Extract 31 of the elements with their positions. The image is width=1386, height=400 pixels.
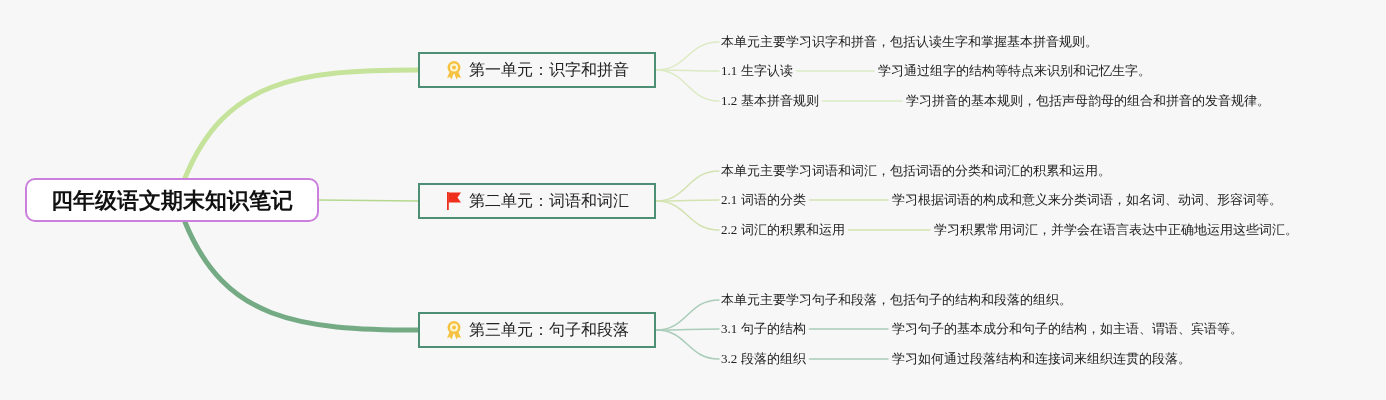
note-text: 学习句子的基本成分和句子的结构，如主语、谓语、宾语等。 bbox=[892, 320, 1243, 338]
connector-line bbox=[655, 329, 720, 360]
unit-topic-box bbox=[418, 312, 656, 348]
note-text: 本单元主要学习识字和拼音，包括认读生字和掌握基本拼音规则。 bbox=[721, 33, 1098, 51]
note-text: 2.1 词语的分类 bbox=[721, 191, 806, 209]
topic-label: 第三单元：句子和段落 bbox=[469, 319, 629, 341]
note-text: 学习通过组字的结构等特点来识别和记忆生字。 bbox=[878, 62, 1151, 80]
note-text: 学习积累常用词汇，并学会在语言表达中正确地运用这些词汇。 bbox=[934, 221, 1298, 239]
note-text: 2.2 词汇的积累和运用 bbox=[721, 221, 845, 239]
connector-line bbox=[318, 199, 419, 202]
note-text: 1.2 基本拼音规则 bbox=[721, 92, 819, 110]
connector-line bbox=[808, 328, 889, 330]
note-text: 学习根据词语的构成和意义来分类词语，如名词、动词、形容词等。 bbox=[892, 191, 1282, 209]
root-topic-box: 四年级语文期末知识笔记 bbox=[25, 178, 319, 222]
connector-line bbox=[655, 69, 720, 102]
connector-line bbox=[808, 358, 889, 360]
connector-line bbox=[847, 229, 931, 231]
note-text: 本单元主要学习词语和词汇，包括词语的分类和词汇的积累和运用。 bbox=[721, 162, 1111, 180]
note-text: 3.1 句子的结构 bbox=[721, 320, 806, 338]
note-text: 学习拼音的基本规则，包括声母韵母的组合和拼音的发音规律。 bbox=[906, 92, 1270, 110]
note-text: 本单元主要学习句子和段落，包括句子的结构和段落的组织。 bbox=[721, 291, 1072, 309]
note-text: 学习如何通过段落结构和连接词来组织连贯的段落。 bbox=[892, 350, 1191, 368]
unit-topic-box bbox=[418, 52, 656, 88]
unit-topic-box bbox=[418, 183, 656, 219]
topic-label: 第一单元：识字和拼音 bbox=[469, 59, 629, 81]
connector-line bbox=[821, 100, 903, 102]
note-text: 1.1 生字认读 bbox=[721, 62, 793, 80]
note-text: 3.2 段落的组织 bbox=[721, 350, 806, 368]
connector-line bbox=[808, 199, 889, 201]
connector-line bbox=[795, 70, 875, 72]
topic-label: 第二单元：词语和词汇 bbox=[469, 190, 629, 212]
